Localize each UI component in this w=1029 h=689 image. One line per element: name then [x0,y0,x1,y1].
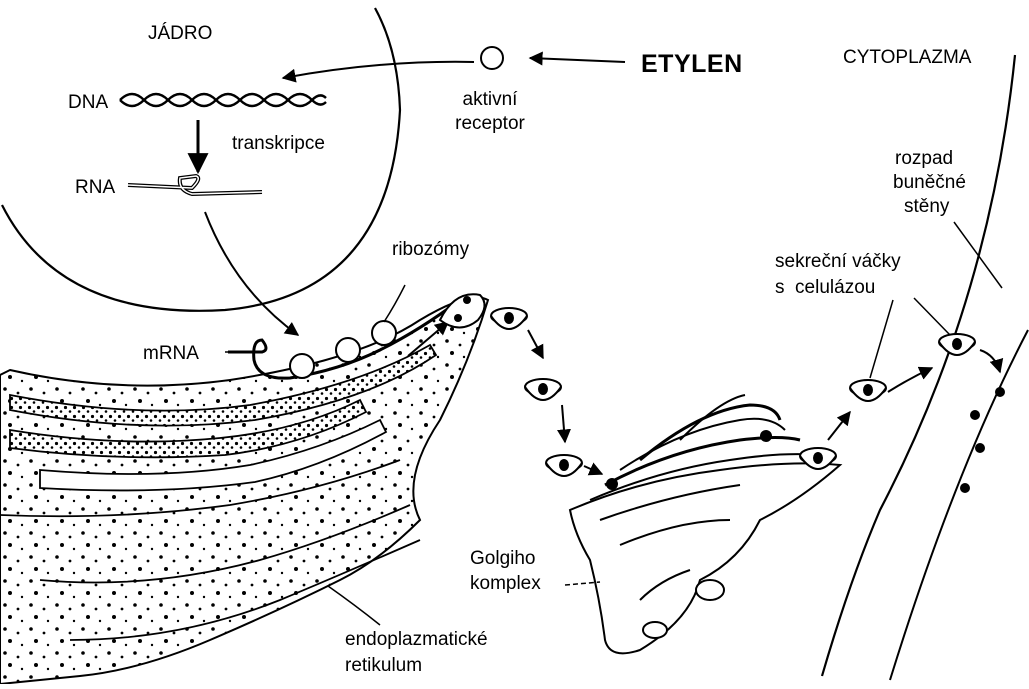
cell-wall-pointer [954,222,1002,288]
secretory-vesicle-2 [939,334,975,355]
cell-wall-label-2: buněčné [893,171,966,195]
golgi-complex [570,395,840,653]
vesicle-arrow-1 [528,330,543,358]
er-pointer [328,586,380,625]
vesicles-label-1: sekreční váčky [775,250,901,274]
golgi-label-2: komplex [470,572,541,596]
er-label-2: retikulum [345,654,422,678]
ethylene-label: ETYLEN [641,52,743,76]
ribosome-pointer [384,285,405,322]
dna-label: DNA [68,91,108,115]
dna-helix-icon [120,94,326,106]
transcription-label: transkripce [232,132,325,156]
transport-vesicle-2 [525,379,561,400]
cell-wall-label-3: stěny [904,195,949,219]
vesicle-pointer-1 [870,300,893,378]
transport-vesicle-3 [546,455,582,476]
cell-wall-label-1: rozpad [895,147,953,171]
vesicle-arrow-4 [828,412,850,440]
nucleus-membrane [2,8,400,311]
vesicle-pointer-2 [914,298,950,335]
cytoplasm-label: CYTOPLAZMA [843,46,971,70]
receptor-to-dna-arrow [283,62,474,78]
ribosomes-label: ribozómy [392,238,469,262]
vesicle-arrow-5 [888,368,932,392]
vesicle-arrow-2 [562,405,565,442]
active-receptor-icon [481,47,503,69]
rna-to-ribosome-arrow [205,212,298,335]
rna-label: RNA [75,176,115,200]
golgi-label-1: Golgiho [470,547,536,571]
er-label-1: endoplazmatické [345,628,488,652]
cellulase-dots [960,387,1005,493]
exocytosis-arrow [980,350,1000,372]
vesicles-label-2: s celulázou [775,276,875,300]
transport-vesicle-1 [491,308,527,329]
ethylene-arrow [530,58,625,62]
receptor-label-1: aktivní [430,88,550,112]
secretory-vesicle-1 [850,380,886,401]
cell-wall-inner [890,330,1028,680]
mrna-label: mRNA [143,342,199,366]
nucleus-label: JÁDRO [148,22,212,46]
receptor-label-2: receptor [430,112,550,136]
vesicle-arrow-3 [584,466,602,474]
